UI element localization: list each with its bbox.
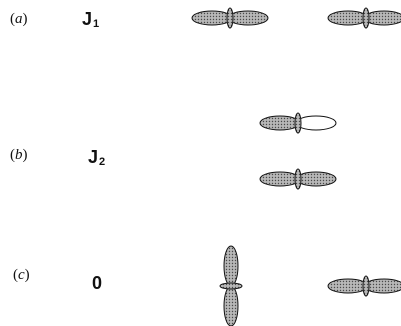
case-label-c: (c) <box>13 267 30 283</box>
orbital-c-horizontal <box>327 275 401 297</box>
orbital-a-right <box>327 7 401 29</box>
coupling-label-j1: J1 <box>82 9 100 30</box>
case-label-a: (a) <box>10 11 28 27</box>
orbital-b-top <box>259 112 337 134</box>
orbital-c-vertical <box>219 245 243 326</box>
coupling-label-zero: 0 <box>92 273 103 293</box>
orbital-b-bottom <box>259 168 337 190</box>
case-label-b: (b) <box>10 147 28 163</box>
orbital-a-left <box>191 7 269 29</box>
coupling-label-j2: J2 <box>88 147 106 168</box>
